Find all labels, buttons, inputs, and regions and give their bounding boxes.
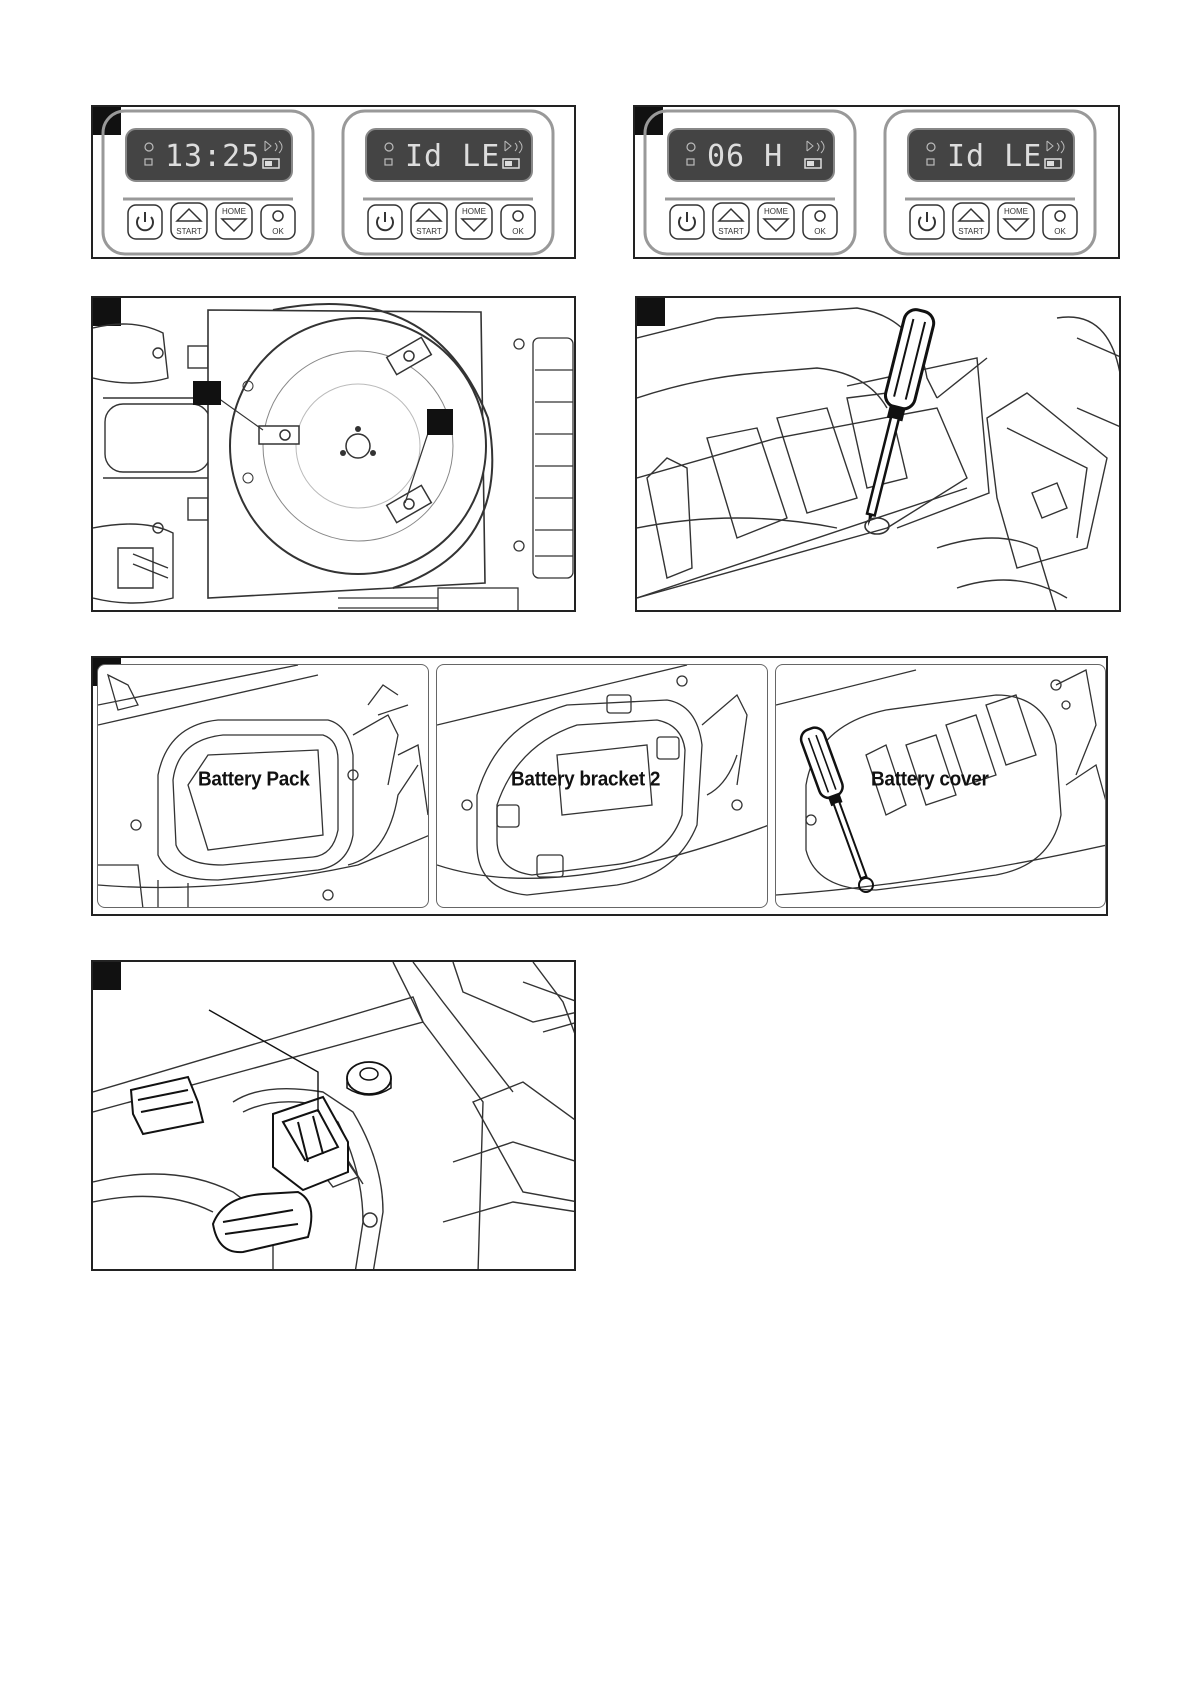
home-button[interactable]: HOME [456,203,492,239]
home-button[interactable]: HOME [758,203,794,239]
battery-bracket-label: Battery bracket 2 [511,768,660,792]
control-panel-a: 13:25 START HOME [103,111,313,254]
figure-3-blade-disc [91,296,576,612]
battery-pack-label: Battery Pack [198,768,310,792]
home-button[interactable]: HOME [998,203,1034,239]
ok-button-label: OK [272,227,284,236]
power-button[interactable] [128,205,162,239]
figure-6-connector-closeup [91,960,576,1271]
power-button[interactable] [670,205,704,239]
screwdriver-icon [798,725,875,882]
lcd-display: 06 H [707,139,783,174]
lcd-display: Id LE [405,139,500,174]
figure-4-screwdriver-cover [635,296,1121,612]
power-button[interactable] [368,205,402,239]
callout-badge-2 [427,409,453,435]
ok-button-label: OK [814,227,826,236]
ok-button[interactable]: OK [1043,205,1077,239]
subpanel-battery-pack: Battery Pack [97,664,429,908]
ok-button-label: OK [1054,227,1066,236]
start-button-label: START [416,227,442,236]
figure-5-battery-steps: Battery Pack Battery bracket 2 [91,656,1108,916]
ok-button[interactable]: OK [261,205,295,239]
start-button[interactable]: START [953,203,989,239]
figure-1-control-panels: 13:25 START HOME [91,105,576,259]
battery-cover-drawing [637,298,1121,612]
home-button-label: HOME [222,207,246,216]
home-button-label: HOME [1004,207,1028,216]
figure-2-control-panels: 06 H START HOME OK [633,105,1120,259]
home-button-label: HOME [462,207,486,216]
subpanel-battery-bracket: Battery bracket 2 [436,664,768,908]
start-button[interactable]: START [411,203,447,239]
home-button[interactable]: HOME [216,203,252,239]
blade-disc-drawing [93,298,576,612]
start-button[interactable]: START [171,203,207,239]
start-button-label: START [958,227,984,236]
start-button-label: START [176,227,202,236]
control-panel-b: Id LE START HOME OK [885,111,1095,254]
screwdriver-icon [853,307,936,530]
control-panel-pair: 06 H START HOME OK [635,107,1120,259]
callout-badge-1 [193,381,221,405]
lcd-display: 13:25 [165,139,260,174]
ok-button[interactable]: OK [501,205,535,239]
lcd-display: Id LE [947,139,1042,174]
ok-button-label: OK [512,227,524,236]
ok-button[interactable]: OK [803,205,837,239]
control-panel-b: Id LE START HOME OK [343,111,553,254]
subpanel-battery-cover: Battery cover [775,664,1106,908]
power-button[interactable] [910,205,944,239]
battery-cover-label: Battery cover [871,768,989,792]
start-button-label: START [718,227,744,236]
connector-drawing [93,962,576,1271]
home-button-label: HOME [764,207,788,216]
control-panel-pair: 13:25 START HOME [93,107,576,259]
control-panel-a: 06 H START HOME OK [645,111,855,254]
start-button[interactable]: START [713,203,749,239]
